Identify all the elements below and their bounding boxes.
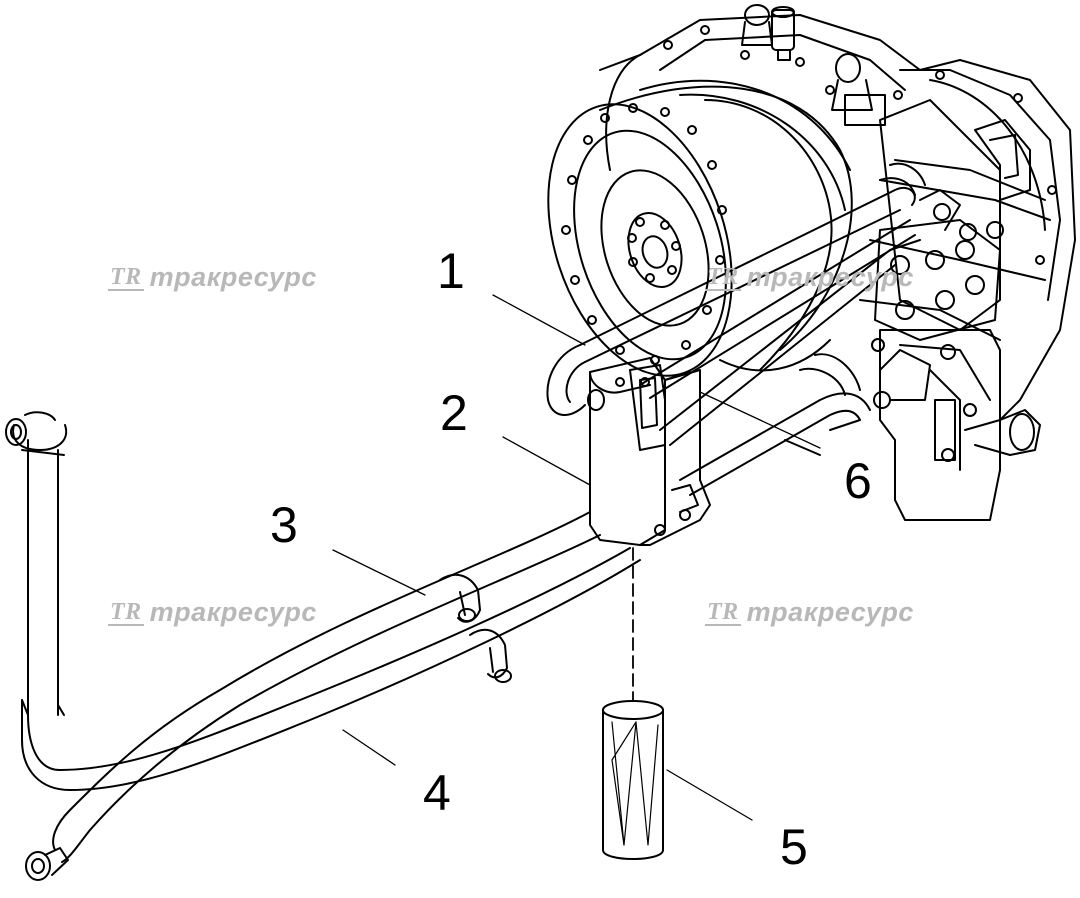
filter-element bbox=[602, 700, 664, 860]
watermark-bottom-left: TR тракресурс bbox=[108, 597, 317, 628]
watermark-top-right: TR тракресурс bbox=[705, 262, 914, 293]
callout-5: 5 bbox=[780, 819, 808, 875]
callout-4: 4 bbox=[423, 765, 451, 821]
callout-1: 1 bbox=[437, 243, 465, 299]
watermark-text: тракресурс bbox=[746, 597, 914, 627]
watermark-bottom-right: TR тракресурс bbox=[705, 597, 914, 628]
watermark-logo: TR bbox=[108, 263, 144, 291]
watermark-text: тракресурс bbox=[149, 262, 317, 292]
filter-housing bbox=[587, 357, 711, 546]
converter-housing bbox=[547, 54, 853, 377]
leader-lines bbox=[332, 294, 821, 821]
watermark-logo: TR bbox=[108, 598, 144, 626]
hoses bbox=[5, 411, 641, 881]
transmission-housing bbox=[639, 4, 1076, 521]
callout-2: 2 bbox=[440, 385, 468, 441]
watermark-top-left: TR тракресурс bbox=[108, 262, 317, 293]
watermark-logo: TR bbox=[705, 263, 741, 291]
callout-6: 6 bbox=[844, 453, 872, 509]
callout-3: 3 bbox=[270, 497, 298, 553]
watermark-text: тракресурс bbox=[149, 597, 317, 627]
pipe-lines bbox=[546, 162, 926, 496]
watermark-logo: TR bbox=[705, 598, 741, 626]
watermark-text: тракресурс bbox=[746, 262, 914, 292]
